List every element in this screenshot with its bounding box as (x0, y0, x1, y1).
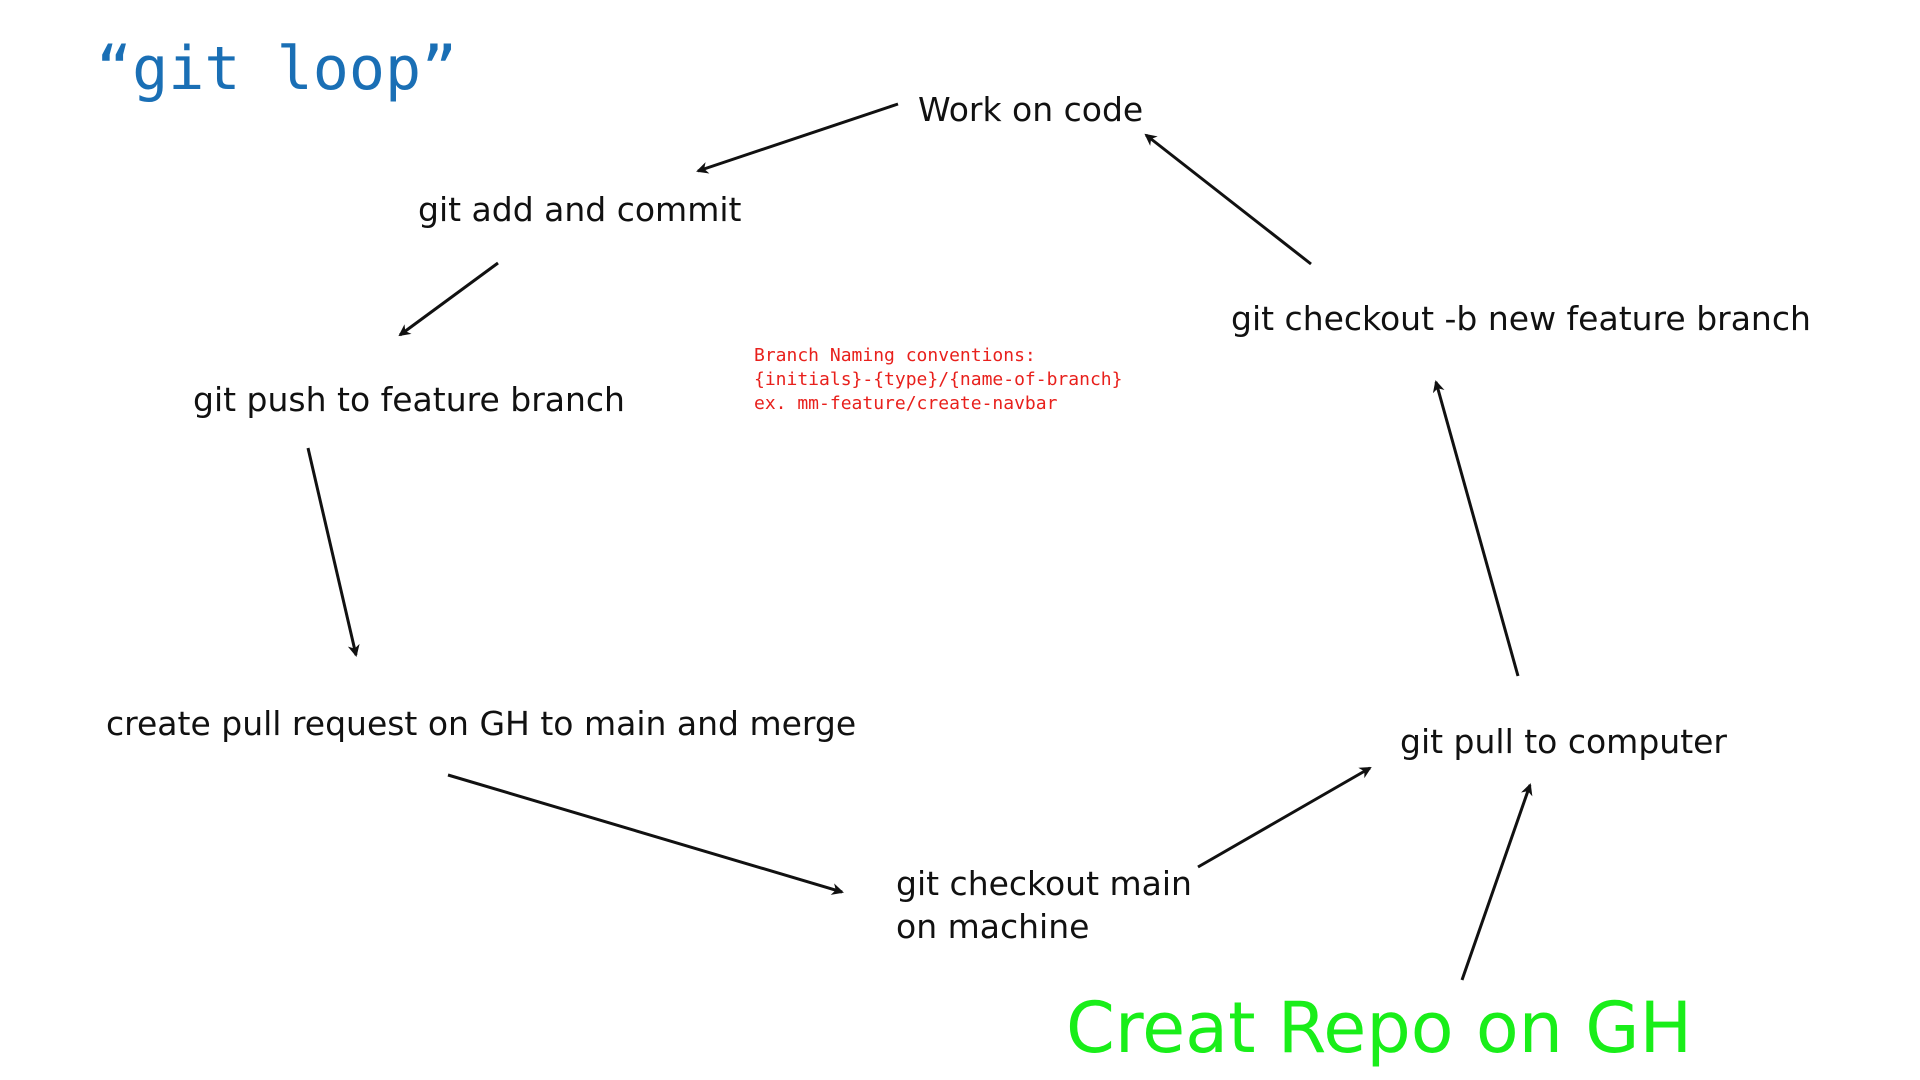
arrow-new-branch-to-work (1144, 133, 1312, 266)
node-create-pull-request: create pull request on GH to main and me… (106, 704, 857, 743)
node-git-push-to-feature-branch: git push to feature branch (193, 380, 625, 419)
node-work-on-code: Work on code (918, 90, 1144, 129)
branch-naming-note-line-2: {initials}-{type}/{name-of-branch} (754, 369, 1123, 390)
node-git-checkout-new-feature-branch: git checkout -b new feature branch (1231, 299, 1811, 338)
node-git-pull-to-computer: git pull to computer (1400, 722, 1728, 761)
arrow-checkout-main-to-pull-computer (1197, 766, 1372, 869)
arrow-add-commit-to-push (398, 261, 499, 337)
node-git-checkout-main-line-2: on machine (896, 907, 1090, 946)
arrow-work-to-add-commit (696, 102, 899, 174)
branch-naming-note-line-3: ex. mm-feature/create-navbar (754, 393, 1058, 414)
node-git-add-and-commit: git add and commit (418, 190, 742, 229)
node-git-checkout-main-line-1: git checkout main (896, 864, 1192, 903)
arrow-pull-computer-to-new-branch (1432, 380, 1520, 677)
arrow-push-to-pull-request (306, 447, 360, 657)
diagram-title: “git loop” (96, 34, 458, 104)
branch-naming-note-line-1: Branch Naming conventions: (754, 345, 1036, 366)
start-node-create-repo: Creat Repo on GH (1066, 987, 1693, 1069)
arrow-repo-to-pull-computer (1460, 783, 1533, 981)
arrow-pull-request-to-checkout-main (447, 773, 844, 895)
